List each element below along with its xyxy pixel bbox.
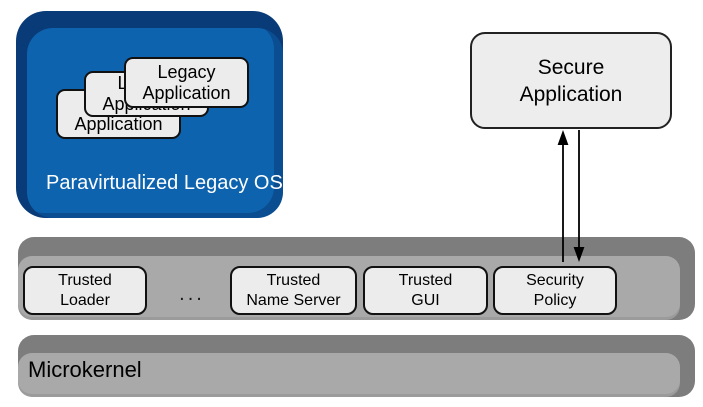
secure-application-label-line2: Application bbox=[519, 82, 623, 106]
trusted-loader-box: Trusted Loader bbox=[23, 266, 147, 315]
secure-application-box: Secure Application bbox=[470, 32, 672, 129]
security-policy-box: Security Policy bbox=[493, 266, 617, 315]
trusted-name-server-label-line1: Trusted bbox=[266, 271, 321, 289]
more-services-ellipsis: ... bbox=[179, 283, 205, 305]
trusted-gui-label-line1: Trusted bbox=[398, 271, 453, 289]
trusted-loader-label-line1: Trusted bbox=[58, 271, 112, 289]
microkernel-label: Microkernel bbox=[28, 357, 142, 382]
security-policy-label-line1: Security bbox=[526, 271, 584, 289]
trusted-name-server-label-line2: Name Server bbox=[246, 291, 341, 309]
trusted-loader-label-line2: Loader bbox=[60, 291, 110, 309]
trusted-name-server-box: Trusted Name Server bbox=[230, 266, 357, 315]
legacy-application-label-line1: Legacy bbox=[157, 61, 216, 82]
paravirtualized-legacy-os-block: Legacy Application Legacy Application Le… bbox=[16, 11, 283, 218]
microkernel-bar-face bbox=[18, 353, 680, 397]
legacy-application-card-front: Legacy Application bbox=[124, 57, 249, 108]
microkernel-bar bbox=[18, 335, 695, 397]
secure-application-label-line1: Secure bbox=[537, 55, 605, 79]
legacy-application-label-line2: Application bbox=[142, 82, 231, 103]
paravirtualized-legacy-os-label: Paravirtualized Legacy OS bbox=[46, 172, 283, 194]
security-policy-label-line2: Policy bbox=[533, 291, 577, 309]
legacy-application-label-line2: Application bbox=[74, 114, 163, 134]
trusted-gui-label-line2: GUI bbox=[411, 291, 440, 309]
trusted-gui-box: Trusted GUI bbox=[363, 266, 488, 315]
